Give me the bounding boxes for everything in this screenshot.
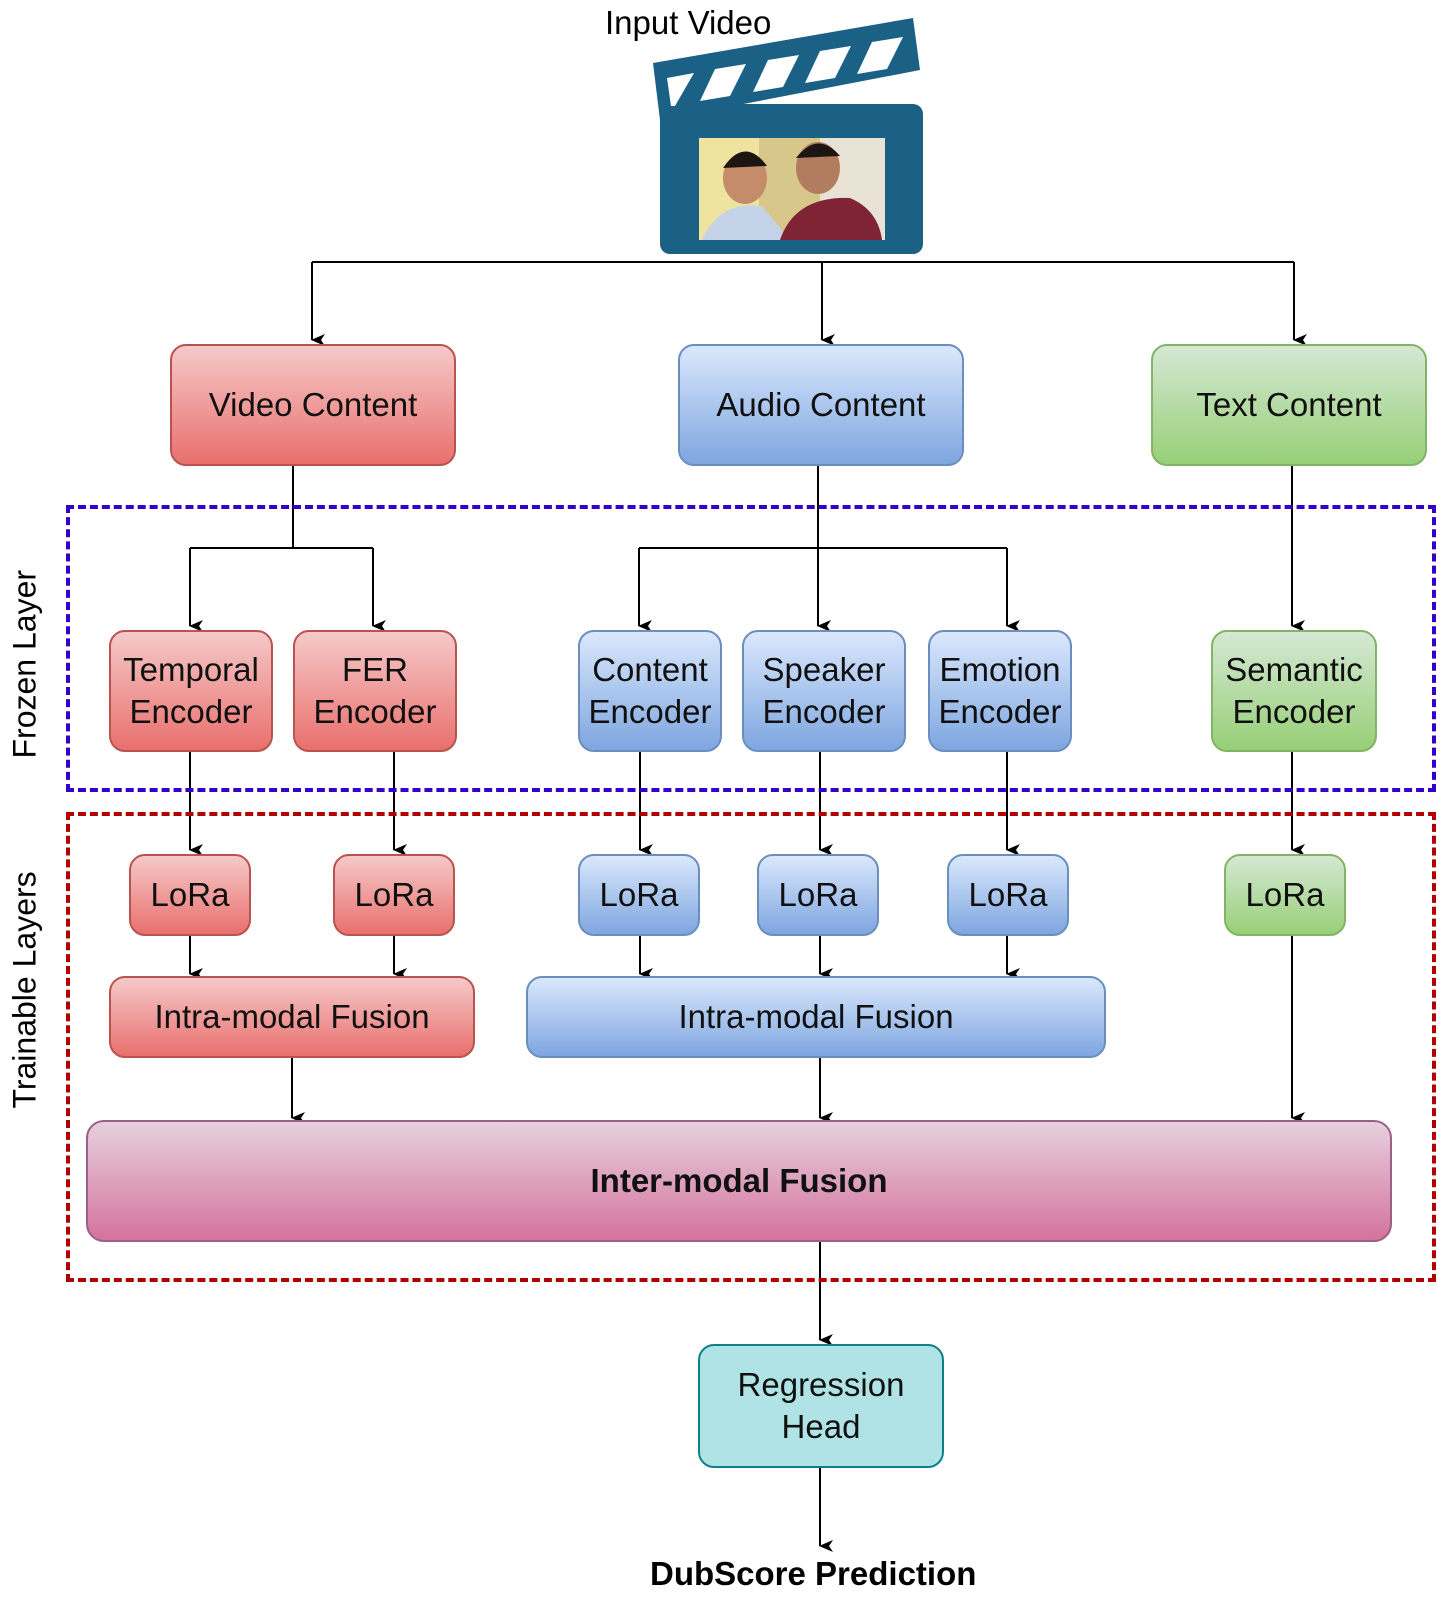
- lora-node: LoRa: [757, 854, 879, 936]
- lora-node: LoRa: [578, 854, 700, 936]
- video-content-label: Video Content: [208, 386, 418, 423]
- lora-node: LoRa: [333, 854, 455, 936]
- lora-node: LoRa: [947, 854, 1069, 936]
- temporal-encoder-node: Temporal Encoder: [109, 630, 273, 752]
- content-encoder-node: Content Encoder: [578, 630, 722, 752]
- text-content-label: Text Content: [1196, 386, 1382, 423]
- audio-intra-modal-fusion-node: Intra-modal Fusion: [526, 976, 1106, 1058]
- input-video-label: Input Video: [605, 4, 772, 41]
- frozen-layer-region: [66, 505, 1436, 792]
- lora-node: LoRa: [1224, 854, 1346, 936]
- fer-encoder-node: FER Encoder: [293, 630, 457, 752]
- frozen-layer-label: Frozen Layer: [6, 569, 43, 759]
- regression-head-node: Regression Head: [698, 1344, 944, 1468]
- video-content-node: Video Content: [170, 344, 456, 466]
- emotion-encoder-node: Emotion Encoder: [928, 630, 1072, 752]
- semantic-encoder-node: Semantic Encoder: [1211, 630, 1377, 752]
- audio-content-label: Audio Content: [716, 386, 926, 423]
- text-content-node: Text Content: [1151, 344, 1427, 466]
- video-thumbnail: [699, 138, 885, 240]
- inter-modal-fusion-label: Inter-modal Fusion: [590, 1162, 888, 1199]
- clapperboard-icon: [653, 18, 923, 254]
- speaker-encoder-node: Speaker Encoder: [742, 630, 906, 752]
- trainable-layers-label: Trainable Layers: [6, 871, 43, 1109]
- dubscore-prediction-label: DubScore Prediction: [650, 1555, 977, 1592]
- audio-content-node: Audio Content: [678, 344, 964, 466]
- lora-node: LoRa: [129, 854, 251, 936]
- trainable-layers-region: [66, 812, 1436, 1282]
- video-intra-modal-fusion-node: Intra-modal Fusion: [109, 976, 475, 1058]
- inter-modal-fusion-node: Inter-modal Fusion: [86, 1120, 1392, 1242]
